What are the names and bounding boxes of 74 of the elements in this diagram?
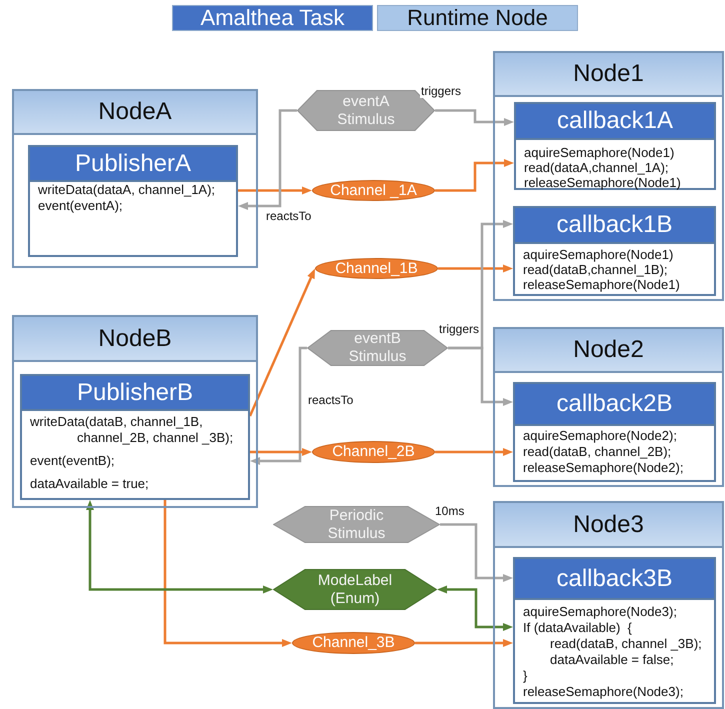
- stimulus-label: eventB Stimulus: [348, 330, 408, 366]
- code-line: dataAvailable = true;: [30, 476, 149, 492]
- arrow: [435, 159, 514, 192]
- node-header: NodeB: [14, 317, 256, 362]
- node-header: Node3: [495, 503, 722, 548]
- code-line: releaseSemaphore(Node3);: [523, 684, 684, 700]
- arrow: [438, 264, 513, 272]
- task-box: [514, 102, 716, 190]
- task-header: callback1A: [516, 104, 714, 140]
- node-header: NodeA: [14, 91, 256, 135]
- arrow: [440, 523, 513, 582]
- arrow: [448, 346, 513, 406]
- task-header: callback2B: [515, 384, 714, 426]
- code-line: read(dataB, channel _3B);: [550, 636, 702, 652]
- arrow: [164, 500, 292, 647]
- code-line: dataAvailable = false;: [550, 652, 674, 668]
- arrow: [248, 268, 315, 416]
- arrow: [238, 109, 297, 210]
- code-line: read(dataA,channel_1A);: [524, 160, 669, 175]
- task-header: callback3B: [515, 559, 714, 600]
- double-headed-arrow: [86, 500, 273, 594]
- code-line: }: [523, 668, 528, 684]
- runtime-node-box: [12, 315, 258, 508]
- enum-hexagon: [273, 569, 437, 610]
- arrow: [435, 448, 513, 456]
- task-box: [513, 557, 716, 704]
- runtime-node-box: [12, 89, 258, 268]
- channel-label: Channel_2B: [332, 443, 415, 461]
- edge-label: triggers: [438, 322, 480, 336]
- runtime-node-box: [493, 501, 724, 709]
- node-header: Node1: [495, 53, 722, 97]
- code-line: event(eventA);: [38, 198, 123, 214]
- task-header: PublisherA: [30, 147, 236, 182]
- channel-pill: [315, 258, 438, 279]
- task-header: callback1B: [515, 208, 714, 244]
- code-line: releaseSemaphore(Node2);: [523, 460, 684, 476]
- code-line: read(dataB,channel_1B);: [523, 262, 668, 277]
- task-box: [513, 206, 716, 296]
- code-line: event(eventB);: [30, 453, 115, 469]
- code-line: aquireSemaphore(Node2);: [523, 428, 677, 444]
- edge-label: reactsTo: [307, 393, 354, 407]
- code-line: read(dataB, channel_2B);: [523, 444, 672, 460]
- arrow: [435, 109, 514, 126]
- task-box: [28, 145, 238, 257]
- channel-label: Channel_1B: [335, 260, 418, 278]
- channel-label: Channel _1A: [330, 182, 417, 200]
- legend-item: Runtime Node: [377, 5, 578, 31]
- arrow: [238, 186, 312, 194]
- legend-item: Amalthea Task: [172, 5, 373, 31]
- task-header: PublisherB: [22, 376, 248, 411]
- code-line: aquireSemaphore(Node1): [523, 247, 674, 262]
- edge-label: reactsTo: [265, 209, 312, 223]
- arrow: [415, 639, 513, 647]
- code-line: If (dataAvailable) {: [523, 620, 632, 636]
- edge-label: 10ms: [434, 504, 466, 518]
- arrow: [250, 346, 307, 465]
- runtime-node-box: [493, 51, 724, 301]
- double-headed-arrow: [437, 586, 513, 631]
- edge-label: triggers: [420, 84, 462, 98]
- enum-label: ModeLabel (Enum): [316, 572, 394, 608]
- code-line: aquireSemaphore(Node1): [524, 145, 674, 160]
- code-line: writeData(dataB, channel_1B, channel_2B, channel _3B);: [30, 414, 234, 446]
- code-line: aquireSemaphore(Node3);: [523, 604, 677, 620]
- task-box: [513, 382, 716, 482]
- arrow: [250, 448, 312, 456]
- code-line: writeData(dataA, channel_1A);: [38, 182, 216, 198]
- code-line: releaseSemaphore(Node1): [524, 175, 681, 190]
- channel-label: Channel_3B: [312, 634, 395, 652]
- node-header: Node2: [495, 329, 722, 373]
- task-box: [20, 374, 250, 500]
- stimulus-label: Periodic Stimulus: [326, 506, 386, 542]
- code-line: releaseSemaphore(Node1): [523, 277, 680, 292]
- runtime-node-box: [493, 327, 724, 487]
- stimulus-label: eventA Stimulus: [336, 92, 396, 128]
